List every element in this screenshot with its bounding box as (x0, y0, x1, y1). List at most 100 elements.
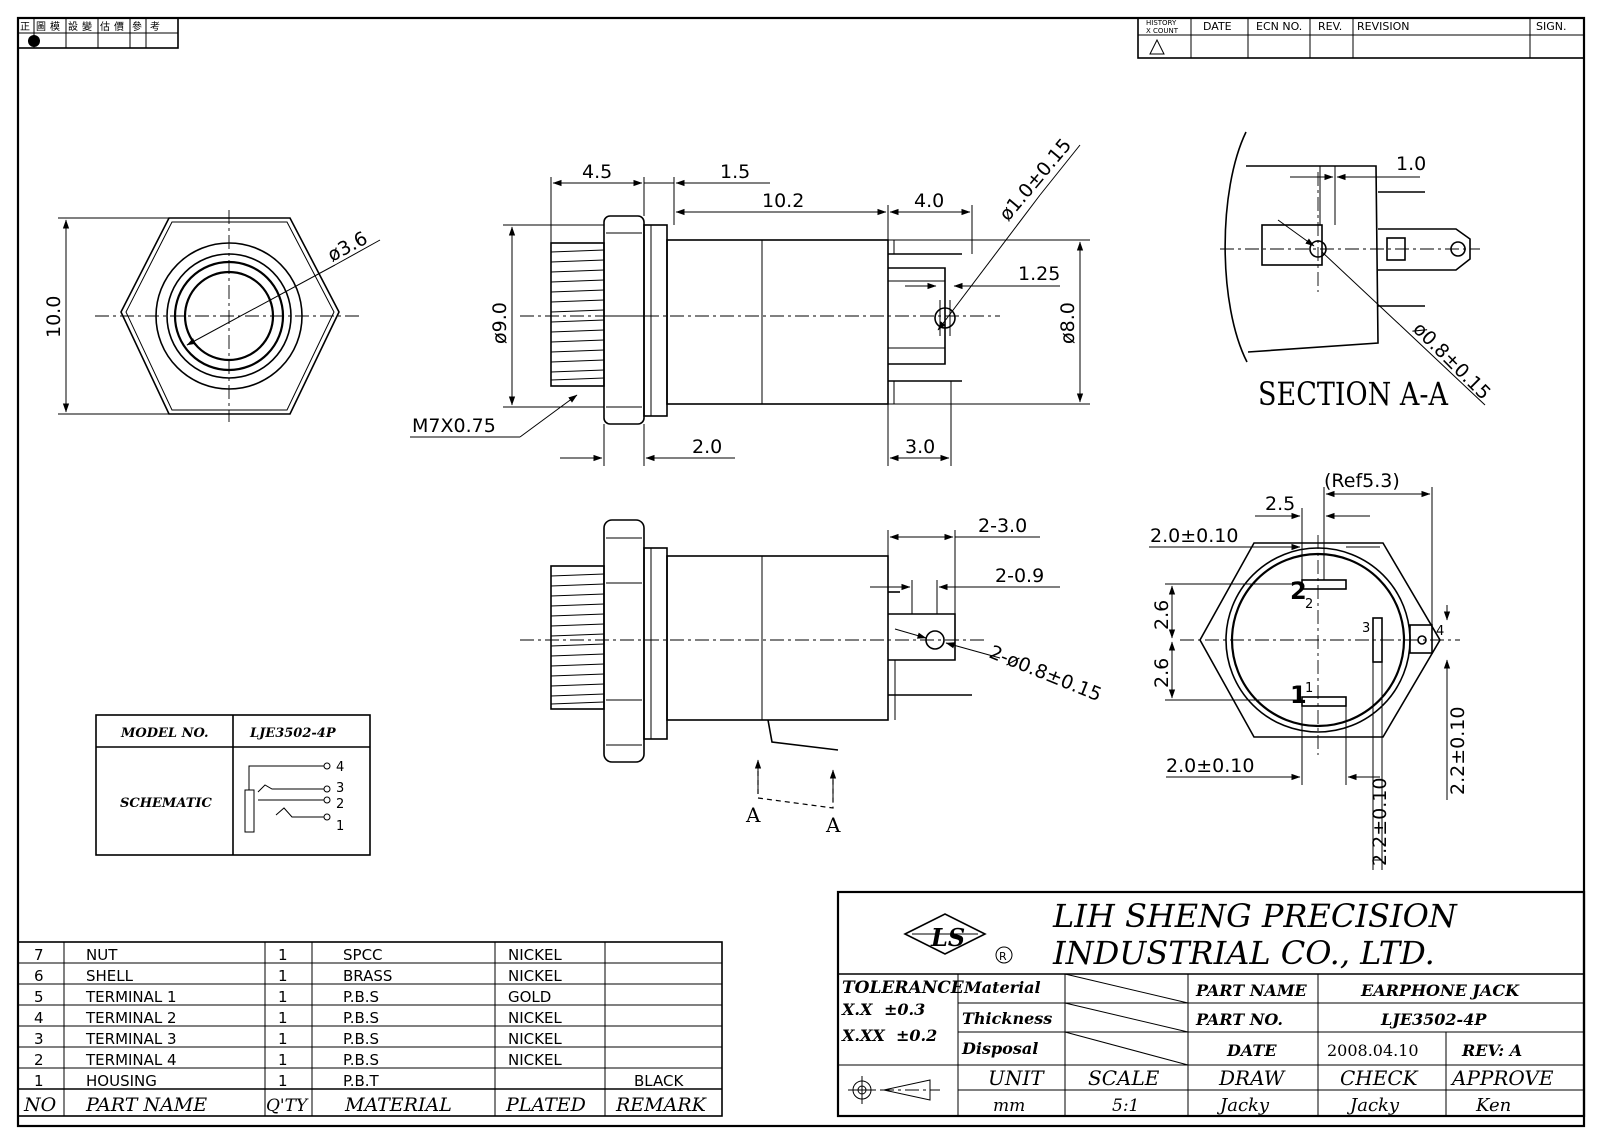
bom-cell: P.B.S (343, 1051, 379, 1069)
dim-125: 1.25 (1018, 263, 1060, 285)
bom-header: REMARK (615, 1094, 708, 1116)
pin-label-big-1: 1 (1290, 681, 1307, 709)
bom-table: 7 NUT 1 SPCC NICKEL 6 SHELL 1 BRASS NICK… (17, 941, 723, 1117)
pin-label-3: 3 (1362, 621, 1370, 636)
dim-front-dia: ø3.6 (324, 227, 371, 266)
bom-cell: 1 (278, 1051, 288, 1069)
bom-header: PLATED (505, 1094, 586, 1116)
corner-char: 正 (20, 22, 30, 33)
tol-x-label: X.X (841, 1000, 873, 1019)
scale-label: SCALE (1088, 1066, 1160, 1090)
rev-header: REV. (1318, 20, 1342, 33)
bom-cell: 1 (278, 1030, 288, 1048)
bom-cell: 1 (278, 946, 288, 964)
rev-value: REV: A (1461, 1041, 1522, 1060)
tol-x-value: ±0.3 (884, 1000, 925, 1019)
dim-bottom-20: 2.0 (692, 436, 722, 458)
bom-cell: 2 (34, 1051, 44, 1069)
history-label: HISTORY (1146, 19, 1177, 27)
dim-bot-20a: 2.0±0.10 (1150, 525, 1238, 547)
bom-cell: BLACK (634, 1072, 684, 1090)
dim-bot-25: 2.5 (1265, 493, 1295, 515)
dim-lower-209: 2-0.9 (995, 565, 1044, 587)
title-block: LS R LIH SHENG PRECISION INDUSTRIAL CO.,… (836, 890, 1586, 1118)
dim-thread-dia: ø9.0 (489, 302, 511, 344)
date-value: 2008.04.10 (1327, 1041, 1419, 1060)
section-mark-left: A (745, 803, 761, 827)
dim-top-102: 10.2 (762, 190, 804, 212)
dim-hole-dia: ø1.0±0.15 (995, 134, 1076, 225)
bom-header: Q'TY (266, 1096, 309, 1116)
approve-value: Ken (1475, 1095, 1511, 1116)
revision-header: REVISION (1357, 20, 1409, 33)
dim-bot-ref: (Ref5.3) (1324, 470, 1400, 492)
history-count-label: X COUNT (1146, 27, 1179, 35)
part-name-label: PART NAME (1195, 981, 1308, 1000)
bom-cell: 6 (34, 967, 44, 985)
bottom-view: 2 2 1 1 3 4 (Ref5.3) 2.5 2.0±0.10 2.6 2.… (1149, 470, 1469, 870)
model-schematic-box: MODEL NO. LJE3502-4P SCHEMATIC 4 3 2 1 (95, 714, 371, 856)
schematic-pin: 2 (336, 797, 344, 812)
corner-char: 參 (132, 20, 142, 33)
section-mark-right: A (825, 813, 841, 837)
schematic-pin: 3 (336, 781, 344, 796)
bom-cell: 1 (34, 1072, 44, 1090)
bom-cell: 4 (34, 1009, 44, 1027)
thickness-label: Thickness (962, 1009, 1052, 1028)
bom-cell: HOUSING (86, 1072, 157, 1090)
bom-cell: TERMINAL 4 (85, 1051, 177, 1069)
model-label: MODEL NO. (120, 726, 209, 741)
dim-bot-26b: 2.6 (1151, 658, 1173, 688)
dim-top-15: 1.5 (720, 161, 750, 183)
bom-cell: P.B.T (343, 1072, 380, 1090)
corner-char: 圖 (36, 21, 46, 33)
pin-label-2: 2 (1305, 597, 1313, 612)
lower-side-view: 2-3.0 2-0.9 2-ø0.8±0.15 A A (520, 515, 1105, 837)
bom-cell: BRASS (343, 967, 392, 985)
bom-cell: 3 (34, 1030, 44, 1048)
bom-cell: P.B.S (343, 1030, 379, 1048)
bom-cell: 1 (278, 967, 288, 985)
schematic-pin: 1 (336, 819, 344, 834)
draw-value: Jacky (1216, 1095, 1270, 1116)
approve-label: APPROVE (1450, 1066, 1554, 1090)
bom-cell: NICKEL (508, 946, 562, 964)
bom-cell: P.B.S (343, 988, 379, 1006)
company-logo-icon: LS R (903, 913, 1013, 964)
company-name-line2: INDUSTRIAL CO., LTD. (1052, 934, 1435, 972)
logo-letters: LS (930, 923, 965, 952)
bom-cell: NUT (86, 946, 118, 964)
section-title: SECTION A-A (1258, 376, 1449, 413)
bom-cell: SHELL (86, 967, 134, 985)
date-label: DATE (1226, 1041, 1277, 1060)
corner-char: 估 (100, 20, 110, 33)
dim-bot-22b: 2.2±0.10 (1447, 707, 1469, 795)
unit-value: mm (993, 1096, 1025, 1116)
bom-cell: GOLD (508, 988, 551, 1006)
bom-cell: NICKEL (508, 1030, 562, 1048)
bom-cell: 5 (34, 988, 44, 1006)
bom-cell: 1 (278, 1072, 288, 1090)
dim-bot-22a: 2.2±0.10 (1369, 778, 1391, 866)
corner-char: 變 (82, 20, 92, 33)
disposal-label: Disposal (961, 1039, 1038, 1058)
dim-thread-spec: M7X0.75 (412, 415, 496, 437)
part-no-value: LJE3502-4P (1380, 1010, 1487, 1029)
sign-header: SIGN. (1536, 20, 1566, 33)
bom-cell: SPCC (343, 946, 383, 964)
part-no-label: PART NO. (1195, 1010, 1283, 1029)
registered-mark: R (999, 950, 1007, 963)
bom-cell: 1 (278, 1009, 288, 1027)
check-value: Jacky (1346, 1095, 1400, 1116)
tol-xx-label: X.XX (841, 1026, 885, 1045)
dim-bottom-30: 3.0 (905, 436, 935, 458)
official-dot-icon (28, 35, 40, 47)
side-view: 4.5 1.5 10.2 4.0 ø1.0±0.15 1.25 ø9.0 ø8.… (410, 134, 1090, 466)
bom-cell: NICKEL (508, 1009, 562, 1027)
revision-table: HISTORY X COUNT DATE ECN NO. REV. REVISI… (1137, 17, 1585, 59)
bom-cell: TERMINAL 2 (85, 1009, 177, 1027)
schematic-pin: 4 (336, 760, 344, 775)
ecn-header: ECN NO. (1256, 20, 1302, 33)
dim-front-height: 10.0 (43, 296, 65, 338)
